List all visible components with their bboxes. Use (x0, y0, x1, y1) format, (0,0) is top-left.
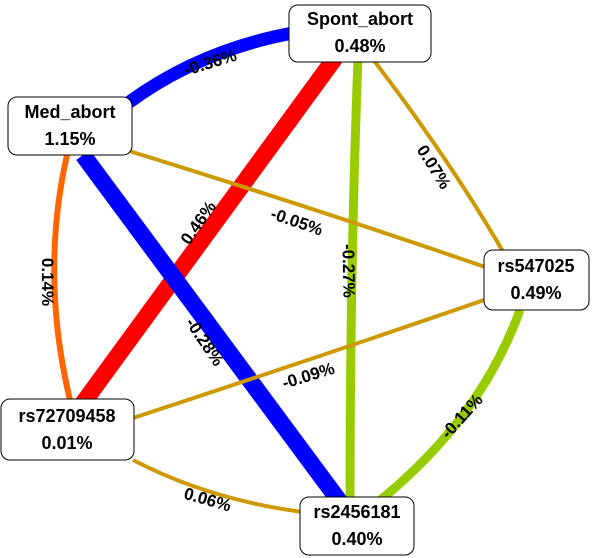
node-value: 0.49% (510, 283, 561, 303)
node-name: Med_abort (24, 102, 115, 122)
node-value: 0.01% (41, 433, 92, 453)
edge-label-med-rs727: 0.14% (38, 258, 57, 306)
edge-rs727-rs245 (132, 458, 304, 514)
node-name: Spont_abort (307, 9, 413, 29)
node-value: 0.48% (334, 36, 385, 56)
edge-med-rs245 (76, 149, 347, 508)
edge-rs727-rs547 (132, 296, 491, 420)
edge-label-rs547-rs245: -0.11% (437, 390, 487, 442)
edges (51, 26, 525, 514)
node-name: rs72709458 (18, 406, 115, 426)
node-rs547025[interactable]: rs547025 0.49% (483, 249, 590, 311)
node-box (483, 249, 590, 311)
node-rs2456181[interactable]: rs2456181 0.40% (299, 496, 415, 556)
edge-label-rs727-rs547: -0.09% (280, 359, 337, 393)
edge-med-rs547 (125, 148, 489, 270)
node-box (288, 4, 432, 63)
edge-label-spont-rs245: -0.27% (339, 244, 359, 298)
node-box (0, 398, 135, 461)
node-box (7, 96, 133, 156)
edge-rs547-rs245 (375, 308, 525, 506)
edge-spont-rs245 (345, 57, 363, 503)
node-box (299, 496, 415, 556)
node-med-abort[interactable]: Med_abort 1.15% (7, 96, 133, 156)
edge-spont-rs727 (71, 52, 342, 416)
node-spont-abort[interactable]: Spont_abort 0.48% (288, 4, 432, 63)
node-value: 1.15% (44, 129, 95, 149)
node-name: rs547025 (497, 256, 574, 276)
node-value: 0.40% (331, 529, 382, 549)
node-name: rs2456181 (313, 502, 400, 522)
node-rs72709458[interactable]: rs72709458 0.01% (0, 398, 135, 461)
edge-label-rs727-rs245: 0.06% (182, 484, 234, 516)
edge-spont-rs547 (370, 56, 507, 257)
edge-spont-med (124, 26, 295, 109)
edge-med-rs727 (51, 154, 73, 401)
